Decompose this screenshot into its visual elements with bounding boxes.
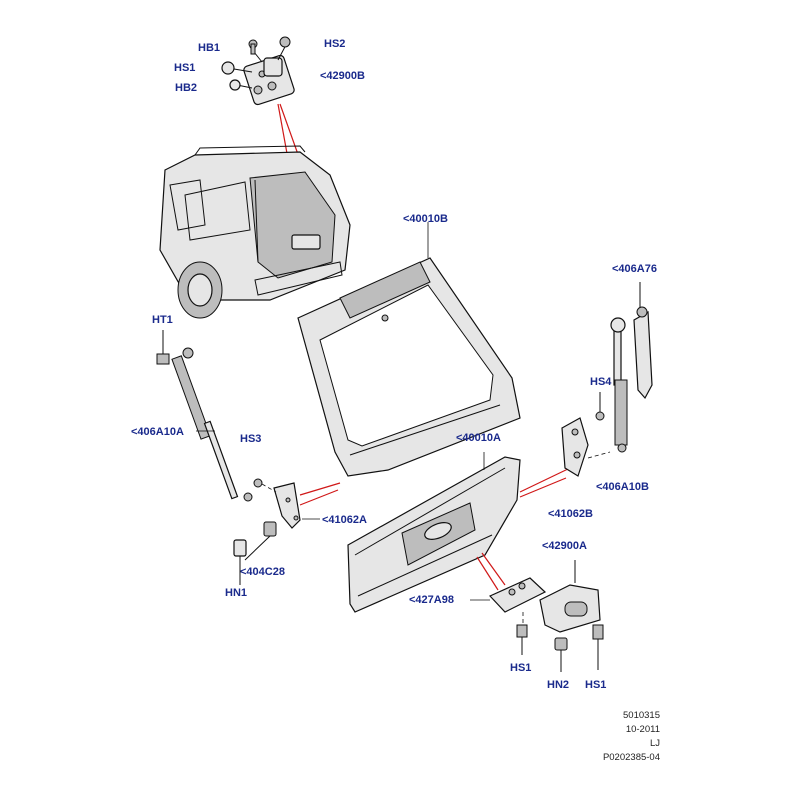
callout-406a76: <406A76 <box>612 263 657 275</box>
leader-red-4 <box>299 489 339 506</box>
left-hinge-fittings <box>233 521 277 585</box>
upper-tailgate-frame <box>297 257 521 477</box>
callout-406a10a: <406A10A <box>131 426 184 438</box>
callout-406a10b: <406A10B <box>596 481 649 493</box>
callout-hs1-mid: HS1 <box>510 662 531 674</box>
callout-404c28: <404C28 <box>240 566 285 578</box>
right-gas-strut <box>610 282 653 453</box>
reference-date: 10-2011 <box>625 724 660 735</box>
callout-hs4: HS4 <box>590 376 612 388</box>
lower-hinge-assembly <box>470 560 601 633</box>
callout-427a98: <427A98 <box>409 594 454 606</box>
callout-hs1-top: HS1 <box>174 62 195 74</box>
callout-hn2: HN2 <box>547 679 569 691</box>
callout-40010b: <40010B <box>403 213 448 225</box>
upper-fasteners <box>221 36 291 91</box>
ht1-fastener <box>156 330 170 365</box>
leader-red-7 <box>476 556 499 591</box>
lower-fasteners <box>516 612 604 672</box>
lower-tailgate-panel <box>347 456 521 613</box>
reference-initials: LJ <box>649 738 660 749</box>
reference-code: 5010315 <box>623 710 660 721</box>
leader-red-3 <box>299 482 341 496</box>
callout-hs1-right: HS1 <box>585 679 606 691</box>
callout-ht1: HT1 <box>152 314 173 326</box>
callout-hn1: HN1 <box>225 587 247 599</box>
leader-red-5 <box>519 467 571 493</box>
right-bracket <box>561 392 611 477</box>
vehicle-rear-illustration <box>159 145 351 319</box>
callout-hs3: HS3 <box>240 433 261 445</box>
callout-42900b: <42900B <box>320 70 365 82</box>
callout-hb2: HB2 <box>175 82 197 94</box>
callout-41062a: <41062A <box>322 514 367 526</box>
upper-hinge-assembly <box>227 42 295 106</box>
callout-42900a: <42900A <box>542 540 587 552</box>
callout-hb1: HB1 <box>198 42 220 54</box>
leader-red-1 <box>279 103 301 161</box>
callout-hs2: HS2 <box>324 38 345 50</box>
leader-red-8 <box>481 552 506 586</box>
leader-red-6 <box>519 477 567 498</box>
reference-drawing-number: P0202385-04 <box>602 752 660 763</box>
left-gas-strut <box>171 347 253 502</box>
callout-41062b: <41062B <box>548 508 593 520</box>
callout-40010a: <40010A <box>456 432 501 444</box>
left-bracket <box>253 478 301 529</box>
